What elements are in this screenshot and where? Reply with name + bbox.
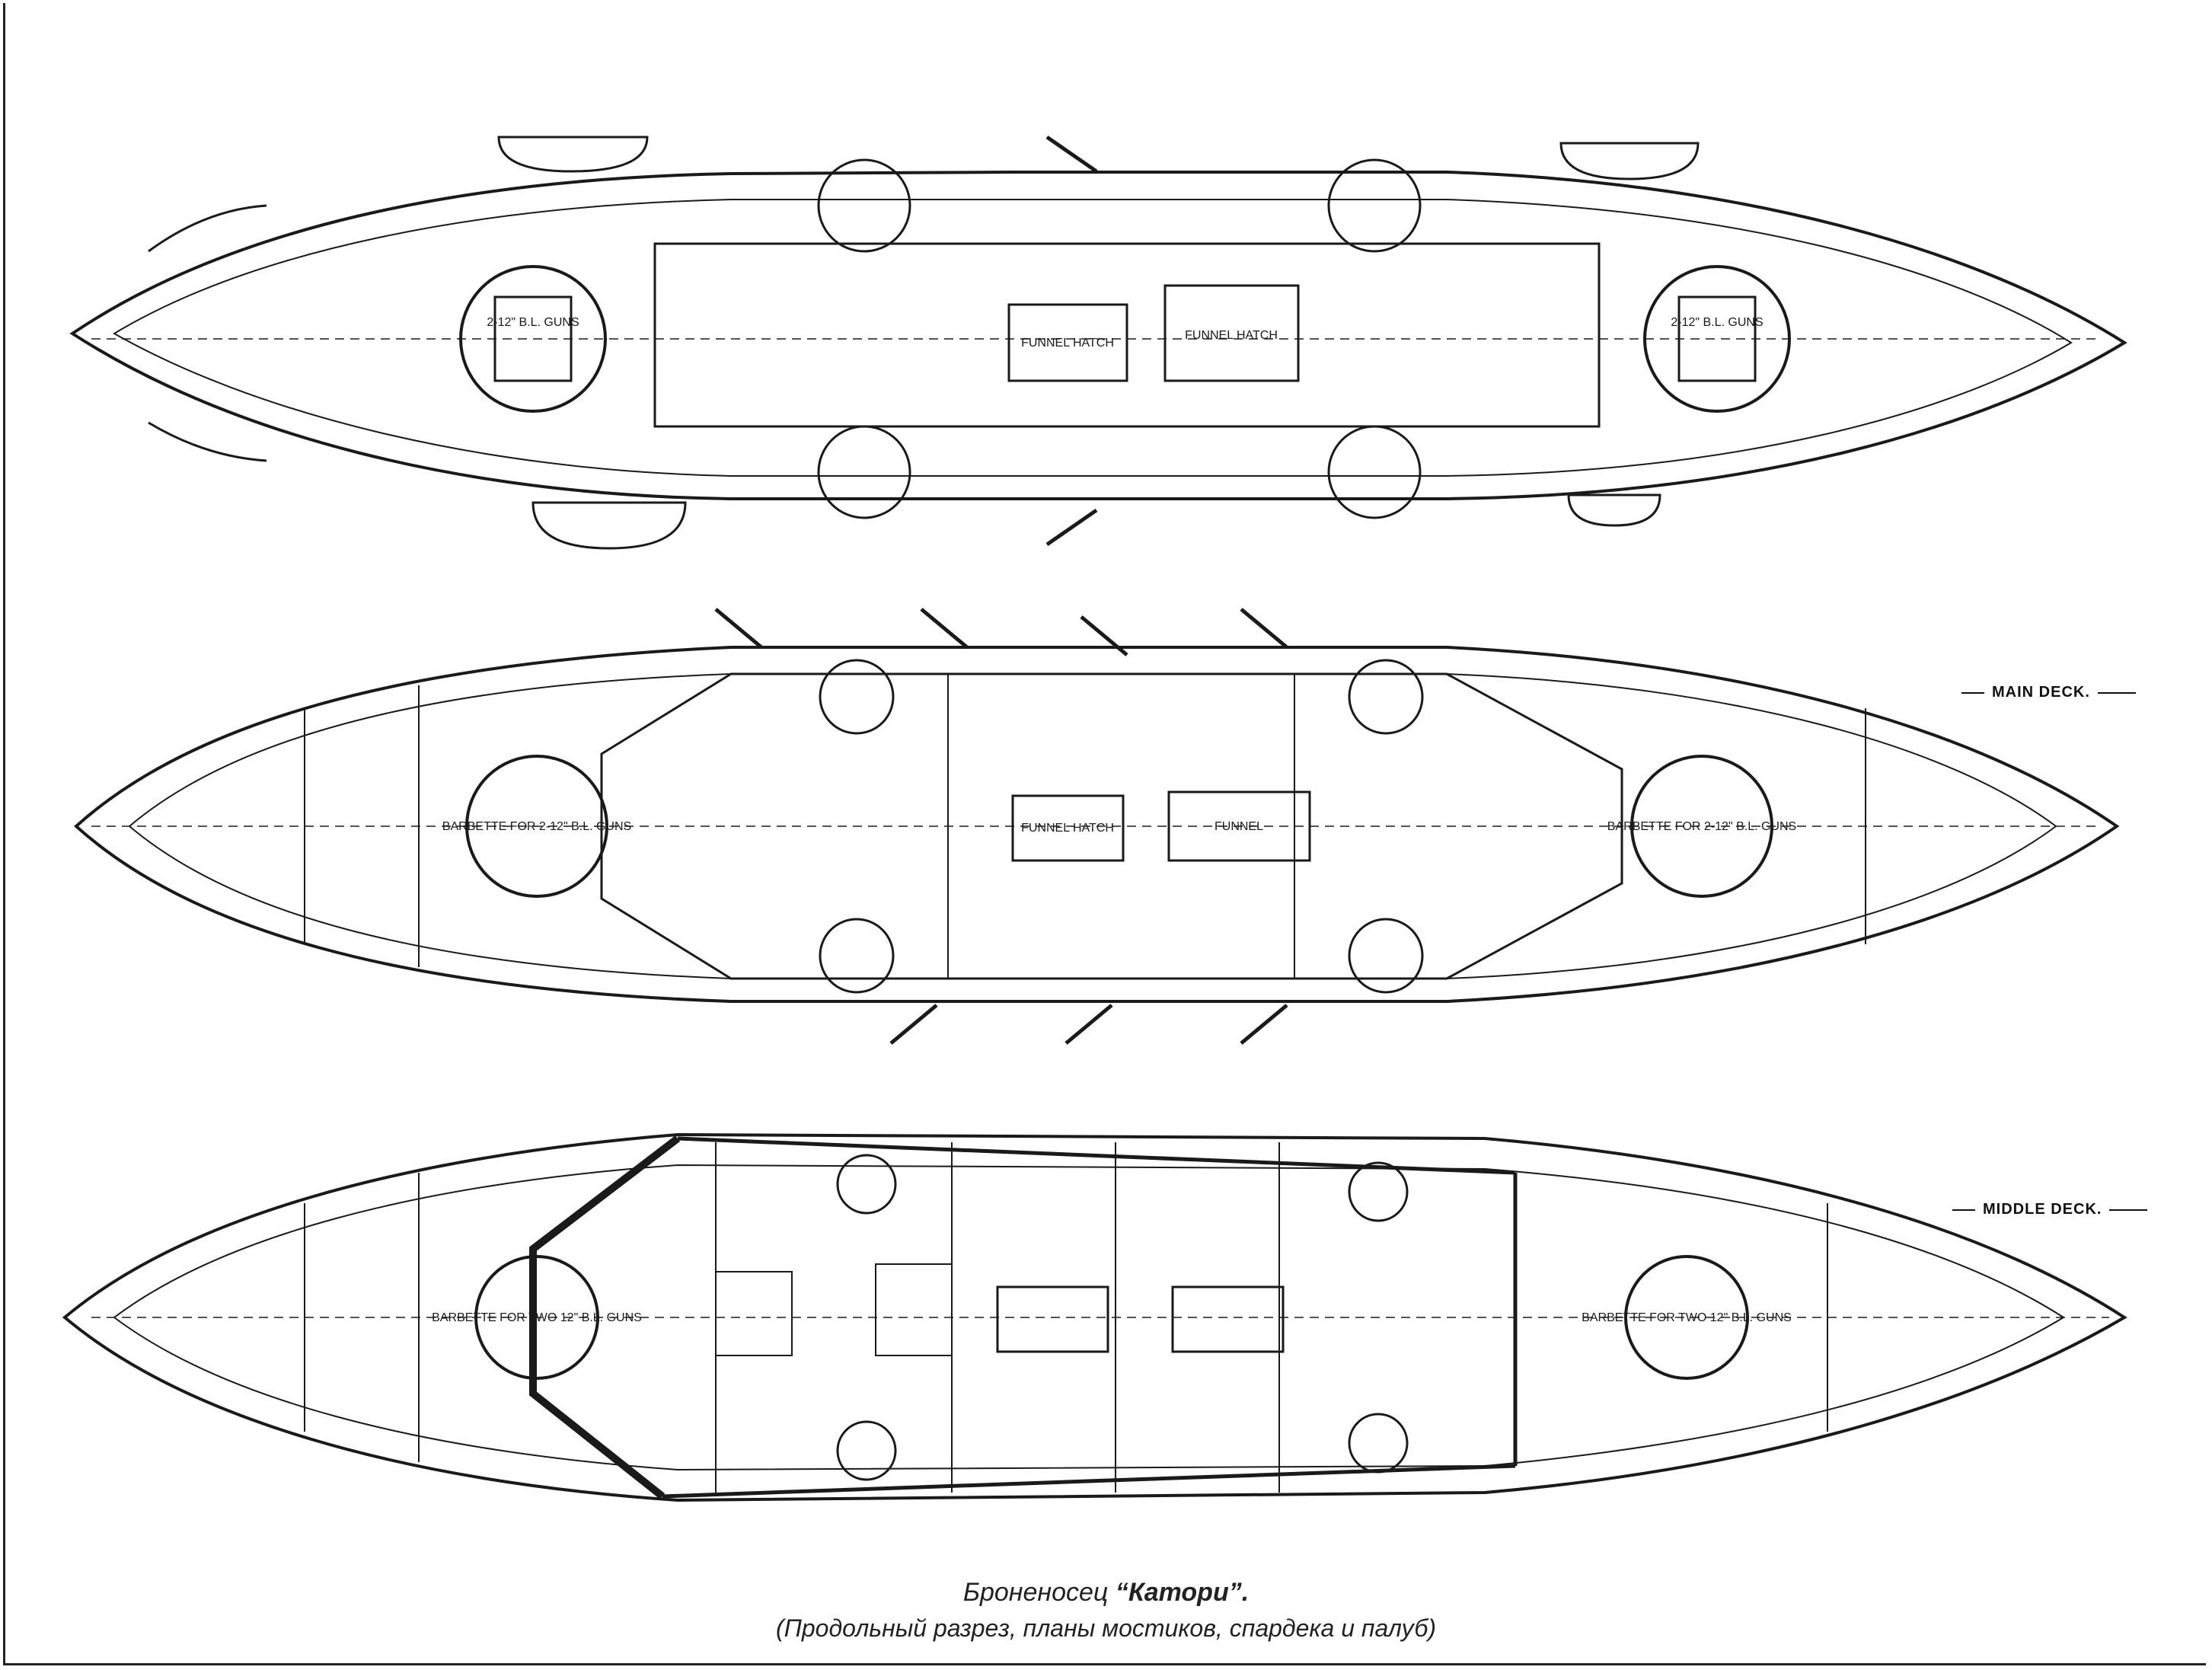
main-funnel-fore-label: FUNNEL HATCH <box>1021 822 1114 835</box>
page-frame <box>3 3 2206 1665</box>
middle-barbette-aft-label: BARBETTE FOR TWO 12" B.L. GUNS <box>1582 1311 1792 1324</box>
main-hull-outline <box>74 646 2120 1003</box>
boat-aft-stbd-icon <box>1567 493 1661 527</box>
main-barbette-fore-icon <box>465 755 608 898</box>
upper-funnel-aft-box <box>1163 284 1300 382</box>
main-funnel-fore-box <box>1011 794 1125 862</box>
caption-prefix: Броненосец <box>962 1578 1116 1607</box>
boat-fore-stbd-icon <box>531 501 687 550</box>
caption-title: Броненосец “Катори”. <box>0 1578 2212 1608</box>
upper-funnel-fore-box <box>1007 303 1128 382</box>
caption-subtitle: (Продольный разрез, планы мостиков, спар… <box>776 1614 1436 1642</box>
ship-name: “Катори”. <box>1115 1578 1250 1607</box>
main-barbette-fore-label: BARBETTE FOR 2-12" B.L. GUNS <box>442 820 631 833</box>
main-deck-plan <box>74 608 2120 1045</box>
upper-funnel-fore-label: FUNNEL HATCH <box>1021 337 1114 350</box>
main-deck-label: MAIN DECK. <box>1961 684 2136 701</box>
upper-funnel-aft-label: FUNNEL HATCH <box>1185 329 1278 342</box>
middle-hull-outline <box>62 1132 2127 1502</box>
upper-deck-plan <box>69 135 2127 550</box>
main-funnel-aft-label: FUNNEL <box>1215 820 1263 833</box>
boat-aft-port-icon <box>1559 142 1700 180</box>
middle-barbette-fore-label: BARBETTE FOR TWO 12" B.L. GUNS <box>432 1311 642 1324</box>
upper-hull-outline <box>69 171 2127 500</box>
middle-barbette-aft-icon <box>1624 1255 1749 1380</box>
boat-fore-port-icon <box>497 136 649 173</box>
main-barbette-aft-label: BARBETTE FOR 2-12" B.L. GUNS <box>1607 820 1796 833</box>
upper-turret-fore-label: 2-12" B.L. GUNS <box>487 316 579 329</box>
upper-turret-aft-label: 2-12" B.L. GUNS <box>1671 316 1763 329</box>
middle-deck-label: MIDDLE DECK. <box>1952 1201 2147 1218</box>
middle-deck-plan <box>62 1132 2127 1502</box>
